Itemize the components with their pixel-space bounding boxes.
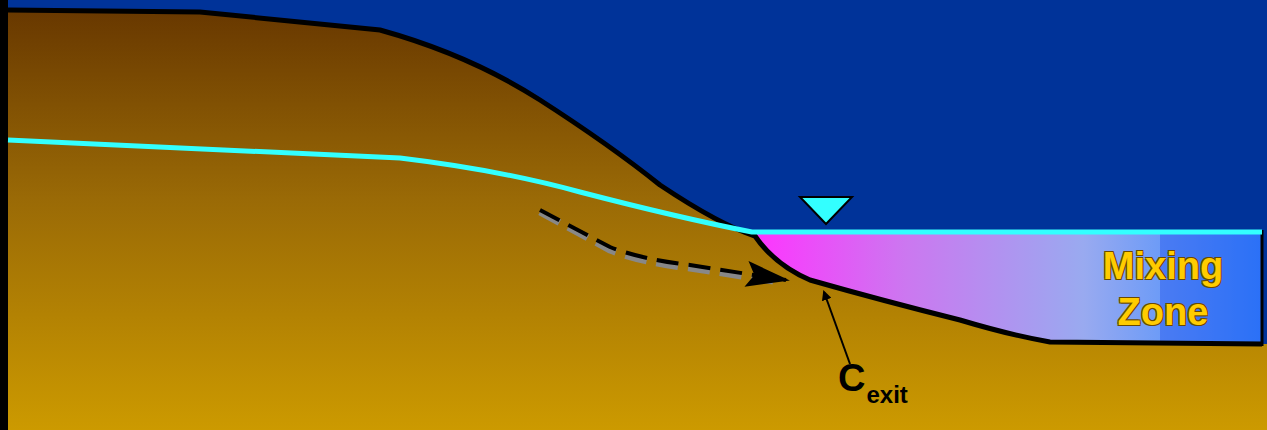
flow-path-shadow bbox=[540, 212, 780, 282]
concentration-symbol: C bbox=[838, 358, 865, 398]
left-edge bbox=[0, 0, 8, 430]
leader-line bbox=[824, 292, 850, 364]
subscript-label: exit bbox=[866, 382, 907, 408]
water-level-symbol bbox=[800, 197, 852, 224]
zone-label: Mixing Zone bbox=[1078, 243, 1248, 335]
surface-water bbox=[752, 232, 1262, 344]
soil-body bbox=[8, 10, 1267, 430]
water-edge bbox=[1261, 230, 1264, 346]
water-table bbox=[8, 140, 1262, 232]
ground-surface bbox=[8, 10, 1262, 344]
flow-path-arrow bbox=[540, 210, 786, 280]
